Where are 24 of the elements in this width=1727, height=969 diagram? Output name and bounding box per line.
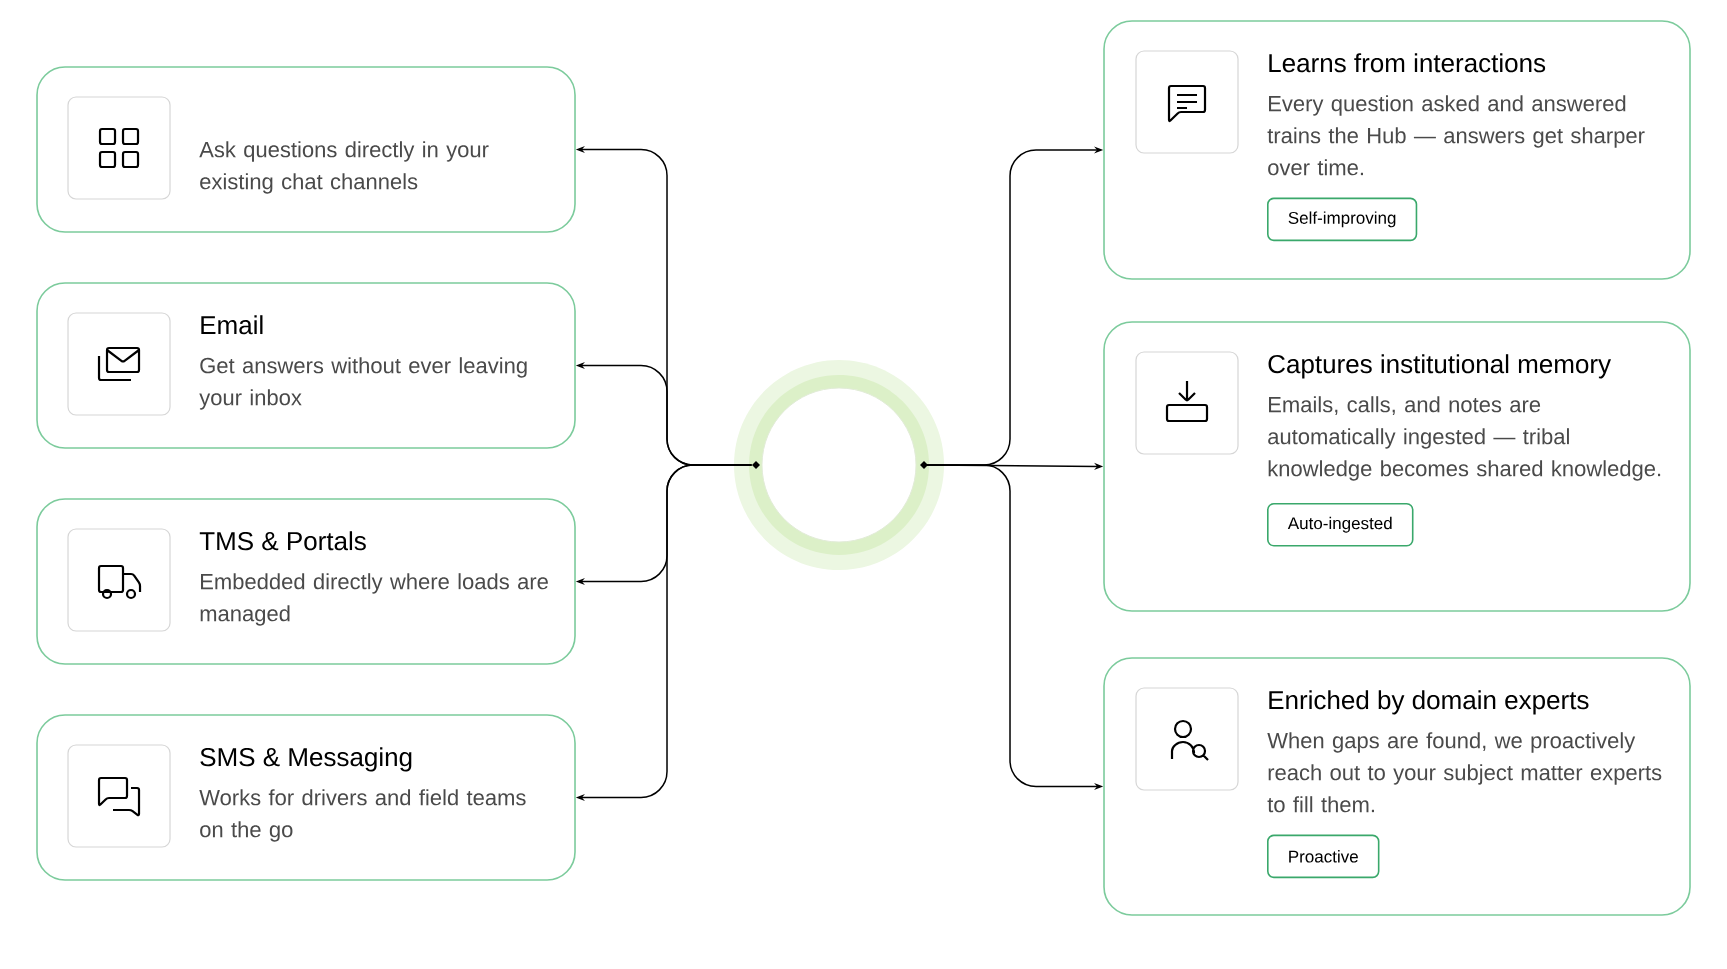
card-title: Email: [201, 315, 263, 335]
card-description: Ask questions directly in your existing chat channels: [199, 141, 489, 194]
card-description: Every question asked and answered trains the Hub — answers get sharper over time.: [1267, 95, 1645, 176]
card-description: Emails, calls, and notes are automatically ingested — tribal knowledge becomes shared knowledge.: [1268, 396, 1661, 481]
card: [1103, 657, 1691, 916]
card: [36, 498, 576, 665]
card: [36, 282, 576, 449]
card-title: Enriched by domain experts: [1269, 690, 1589, 715]
card: [36, 714, 576, 881]
card-description: Embedded directly where loads are managed: [200, 573, 548, 626]
tag-badge: Auto-ingested: [1267, 502, 1414, 547]
card-description: Get answers without ever leaving your inbox: [199, 357, 527, 410]
card: [1103, 20, 1691, 280]
card: [1103, 321, 1691, 612]
tag-badge: Self-improving: [1267, 197, 1418, 242]
card-title: SMS & Messaging: [200, 747, 412, 772]
card-description: When gaps are found, we proactively reach out to your subject matter experts to fill them.: [1267, 732, 1662, 813]
card: [36, 66, 576, 233]
tag-badge: Proactive: [1267, 834, 1380, 879]
card-title: TMS & Portals: [199, 531, 366, 551]
card-description: Works for drivers and field teams on the go: [199, 789, 526, 842]
card-title: Learns from interactions: [1269, 53, 1546, 73]
hub-circle: [761, 387, 917, 543]
card-title: Captures institutional memory: [1268, 354, 1611, 379]
